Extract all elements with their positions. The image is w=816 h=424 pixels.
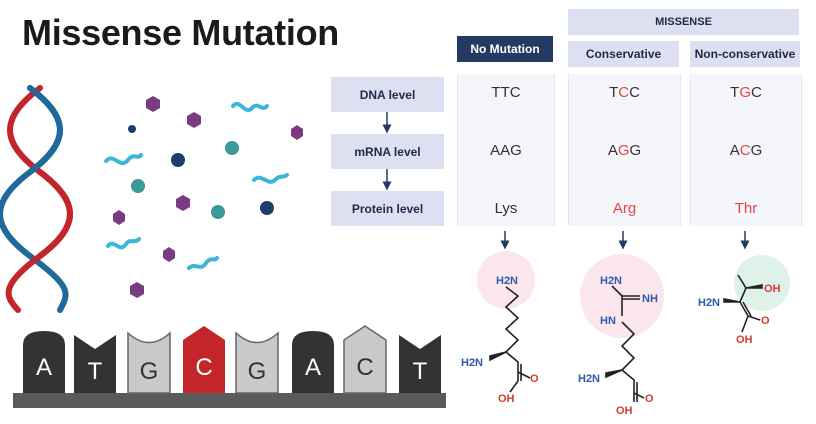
base-label-2: T — [87, 358, 103, 385]
no-mutation-mrna: AAG — [490, 142, 522, 159]
svg-text:OH: OH — [616, 405, 633, 417]
base-label-7: C — [356, 354, 374, 381]
lysine-labels: H2N H2N O OH — [461, 275, 539, 405]
level-mrna: mRNA level — [331, 134, 444, 169]
nucleotide-blocks — [23, 325, 441, 394]
scattered-molecules-icon — [104, 96, 303, 298]
level-protein: Protein level — [331, 191, 444, 226]
lys-sidechain-highlight — [477, 251, 535, 309]
base-label-5: G — [247, 358, 267, 385]
dna-helix-icon — [0, 85, 73, 313]
svg-text:H2N: H2N — [600, 275, 622, 287]
svg-text:OH: OH — [498, 393, 515, 405]
base-label-1: A — [35, 354, 52, 381]
svg-text:H2N: H2N — [698, 297, 720, 309]
svg-text:O: O — [761, 315, 770, 327]
svg-text:H2N: H2N — [496, 275, 518, 287]
no-mutation-protein: Lys — [494, 200, 518, 217]
svg-text:OH: OH — [764, 283, 781, 295]
non-conservative-protein: Thr — [734, 200, 758, 217]
svg-text:NH: NH — [642, 293, 658, 305]
conservative-dna: TCC — [609, 84, 640, 101]
thr-sidechain-highlight — [734, 255, 790, 311]
svg-text:H2N: H2N — [461, 357, 483, 369]
arginine-labels: H2N NH HN H2N O OH — [578, 275, 658, 417]
svg-text:OH: OH — [736, 334, 753, 346]
non-conservative-column: TGC ACG Thr — [690, 74, 802, 226]
base-label-8: T — [412, 358, 428, 385]
conservative-column: TCC AGG Arg — [568, 74, 681, 226]
dna-strand-backbone — [13, 393, 446, 408]
conservative-mrna: AGG — [607, 142, 642, 159]
arginine-structure — [605, 285, 645, 402]
missense-header: MISSENSE — [568, 9, 799, 35]
non-conservative-dna: TGC — [730, 84, 762, 101]
base-label-6: A — [304, 354, 321, 381]
no-mutation-dna: TTC — [491, 84, 521, 101]
base-label-4: C — [195, 354, 213, 381]
lysine-structure — [489, 286, 531, 393]
page-title: Missense Mutation — [22, 12, 339, 53]
svg-text:O: O — [530, 373, 539, 385]
conservative-protein: Arg — [612, 200, 637, 217]
base-label-3: G — [139, 358, 159, 385]
no-mutation-header: No Mutation — [457, 36, 553, 62]
non-conservative-header: Non-conservative — [690, 41, 800, 67]
svg-text:H2N: H2N — [578, 373, 600, 385]
svg-text:O: O — [645, 393, 654, 405]
threonine-labels: OH H2N O OH — [698, 283, 781, 346]
non-conservative-mrna: ACG — [729, 142, 763, 159]
conservative-header: Conservative — [568, 41, 679, 67]
threonine-structure — [723, 274, 763, 333]
level-dna: DNA level — [331, 77, 444, 112]
no-mutation-column: TTC AAG Lys — [457, 74, 555, 226]
svg-text:HN: HN — [600, 315, 616, 327]
